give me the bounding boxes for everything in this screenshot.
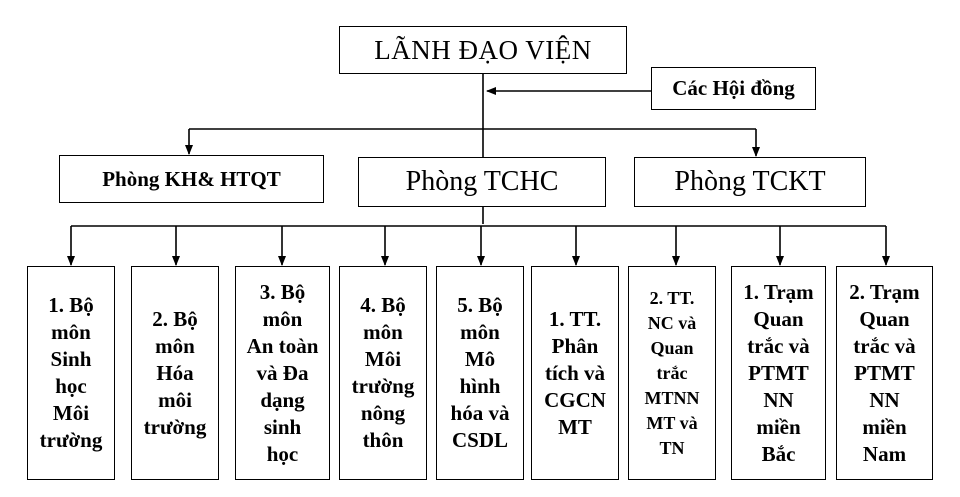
- tckt-label: Phòng TCKT: [674, 166, 826, 197]
- unit-label: 2. Bộ môn Hóa môi trường: [143, 306, 207, 439]
- unit-box-modeling-db: 5. Bộ môn Mô hình hóa và CSDL: [436, 266, 524, 480]
- leadership-label: LÃNH ĐẠO VIỆN: [374, 34, 592, 65]
- unit-box-monitoring-center: 2. TT. NC và Quan trắc MTNN MT và TN: [628, 266, 716, 480]
- unit-box-biology-env: 1. Bộ môn Sinh học Môi trường: [27, 266, 115, 480]
- kh-htqt-label: Phòng KH& HTQT: [102, 166, 281, 191]
- unit-label: 1. Bộ môn Sinh học Môi trường: [39, 293, 103, 452]
- unit-box-south-station: 2. Trạm Quan trắc và PTMT NN miền Nam: [836, 266, 933, 480]
- leadership-box: LÃNH ĐẠO VIỆN: [339, 26, 627, 74]
- tchc-box: Phòng TCHC: [358, 157, 606, 207]
- kh-htqt-box: Phòng KH& HTQT: [59, 155, 324, 203]
- unit-label: 3. Bộ môn An toàn và Đa dạng sinh học: [246, 279, 319, 466]
- tchc-label: Phòng TCHC: [405, 166, 559, 197]
- unit-label: 5. Bộ môn Mô hình hóa và CSDL: [450, 293, 510, 452]
- unit-label: 1. Trạm Quan trắc và PTMT NN miền Bắc: [743, 279, 814, 466]
- unit-box-biosafety: 3. Bộ môn An toàn và Đa dạng sinh học: [235, 266, 330, 480]
- unit-box-rural-env: 4. Bộ môn Môi trường nông thôn: [339, 266, 427, 480]
- unit-label: 2. TT. NC và Quan trắc MTNN MT và TN: [644, 287, 700, 458]
- tckt-box: Phòng TCKT: [634, 157, 866, 207]
- unit-box-env-chemistry: 2. Bộ môn Hóa môi trường: [131, 266, 219, 480]
- unit-box-north-station: 1. Trạm Quan trắc và PTMT NN miền Bắc: [731, 266, 826, 480]
- unit-box-analysis-center: 1. TT. Phân tích và CGCN MT: [531, 266, 619, 480]
- unit-label: 4. Bộ môn Môi trường nông thôn: [351, 293, 415, 452]
- unit-label: 2. Trạm Quan trắc và PTMT NN miền Nam: [849, 279, 920, 466]
- councils-label: Các Hội đồng: [672, 76, 795, 100]
- unit-label: 1. TT. Phân tích và CGCN MT: [544, 306, 606, 439]
- councils-box: Các Hội đồng: [651, 67, 816, 110]
